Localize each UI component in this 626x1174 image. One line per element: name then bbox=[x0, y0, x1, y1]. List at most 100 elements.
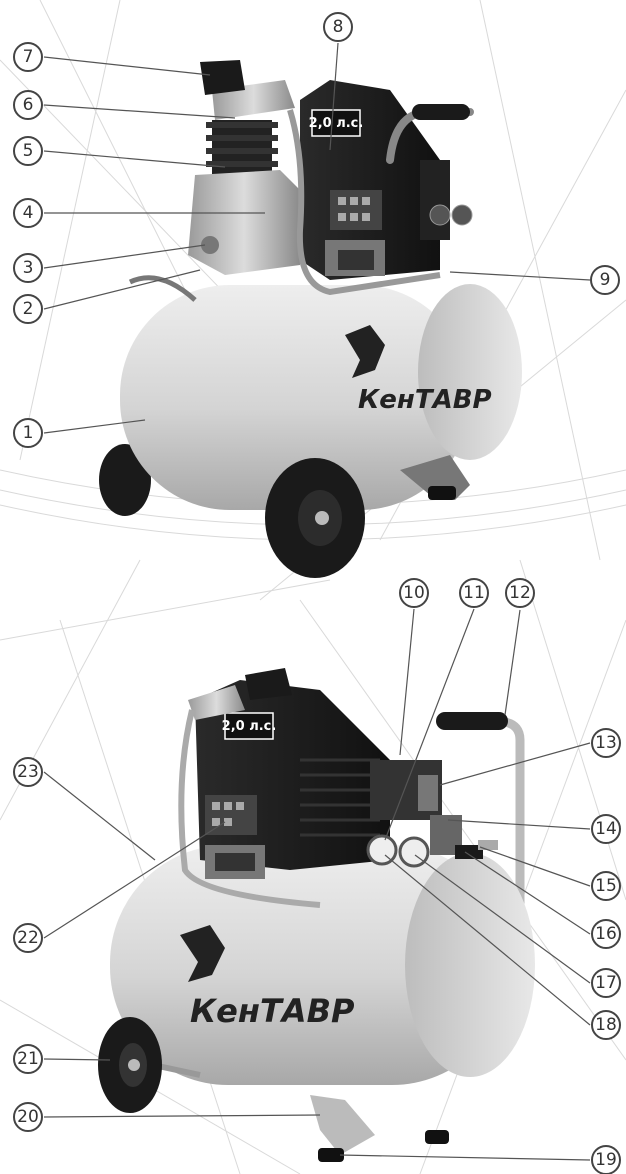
power-badge-top: 2,0 л.с. bbox=[309, 116, 364, 131]
callout-circle bbox=[13, 136, 43, 166]
callout-12: 12 bbox=[505, 578, 535, 608]
callout-number: 13 bbox=[595, 733, 617, 753]
callout-circle bbox=[591, 728, 621, 758]
callout-circle bbox=[459, 578, 489, 608]
callout-number: 19 bbox=[595, 1150, 617, 1170]
motor-housing-bottom: 2,0 л.с. bbox=[195, 680, 390, 879]
callout-circle bbox=[13, 757, 43, 787]
brand-logo-top: КенТАВР bbox=[345, 325, 492, 415]
callout-number: 10 bbox=[403, 583, 425, 603]
callout-circle bbox=[590, 265, 620, 295]
callout-circle bbox=[323, 12, 353, 42]
callout-number: 8 bbox=[333, 17, 344, 37]
callout-number: 4 bbox=[23, 203, 34, 223]
callout-number: 7 bbox=[23, 47, 34, 67]
callout-number: 11 bbox=[463, 583, 485, 603]
callout-number: 16 bbox=[595, 924, 617, 944]
callout-8: 8 bbox=[323, 12, 353, 42]
crankcase-top bbox=[188, 170, 300, 275]
callout-number: 12 bbox=[509, 583, 531, 603]
callout-18: 18 bbox=[591, 1010, 621, 1040]
rubber-foot-top bbox=[428, 486, 456, 500]
callout-9: 9 bbox=[590, 265, 620, 295]
callout-circle bbox=[591, 814, 621, 844]
callout-number: 6 bbox=[23, 95, 34, 115]
callout-circle bbox=[13, 42, 43, 72]
callout-number: 14 bbox=[595, 819, 617, 839]
callout-number: 3 bbox=[23, 258, 34, 278]
brand-logo-bottom: КенТАВР bbox=[180, 925, 355, 1030]
callout-circle bbox=[13, 923, 43, 953]
pressure-block-top bbox=[420, 160, 473, 240]
callout-1: 1 bbox=[13, 418, 43, 448]
callout-17: 17 bbox=[591, 968, 621, 998]
callout-number: 21 bbox=[17, 1049, 39, 1069]
callout-7: 7 bbox=[13, 42, 43, 72]
callout-number: 9 bbox=[600, 270, 611, 290]
compressor-bottom-view: КенТАВР 2,0 л.с. bbox=[98, 668, 535, 1162]
callout-6: 6 bbox=[13, 90, 43, 120]
callout-number: 1 bbox=[23, 423, 34, 443]
push-handle-grip-top bbox=[412, 104, 470, 120]
callout-20: 20 bbox=[13, 1102, 43, 1132]
callout-number: 15 bbox=[595, 876, 617, 896]
pump-assembly-top bbox=[200, 60, 295, 180]
callout-16: 16 bbox=[591, 919, 621, 949]
callout-10: 10 bbox=[399, 578, 429, 608]
main-wheel-top bbox=[265, 458, 365, 578]
power-badge-bottom: 2,0 л.с. bbox=[222, 719, 277, 734]
callout-lines bbox=[43, 42, 591, 1161]
pump-head-bottom bbox=[188, 685, 245, 720]
callout-circle bbox=[13, 418, 43, 448]
callout-circle bbox=[13, 1102, 43, 1132]
callout-2: 2 bbox=[13, 294, 43, 324]
callout-11: 11 bbox=[459, 578, 489, 608]
callout-circle bbox=[13, 90, 43, 120]
receiver-tank-bottom bbox=[110, 845, 535, 1085]
air-filter-bottom bbox=[245, 668, 292, 700]
brand-logo-text-top: КенТАВР bbox=[358, 385, 492, 415]
callout-23: 23 bbox=[13, 757, 43, 787]
receiver-tank-top bbox=[120, 284, 522, 510]
rear-wheel-top bbox=[99, 444, 151, 516]
callout-13: 13 bbox=[591, 728, 621, 758]
callout-circle bbox=[591, 968, 621, 998]
callout-circle bbox=[13, 294, 43, 324]
push-handle-grip-bottom bbox=[436, 712, 508, 730]
motor-housing-top: 2,0 л.с. bbox=[300, 80, 440, 280]
callout-15: 15 bbox=[591, 871, 621, 901]
callout-number: 5 bbox=[23, 141, 34, 161]
callout-circle bbox=[399, 578, 429, 608]
callout-number: 22 bbox=[17, 928, 39, 948]
pressure-switch-bottom bbox=[370, 760, 442, 820]
compressor-top-view: КенТАВР 2,0 л.с. bbox=[99, 60, 522, 578]
callout-number: 2 bbox=[23, 299, 34, 319]
callout-circle bbox=[13, 198, 43, 228]
callout-number: 23 bbox=[17, 762, 39, 782]
discharge-hose-top bbox=[287, 109, 441, 296]
callout-number: 18 bbox=[595, 1015, 617, 1035]
discharge-hose-bottom bbox=[178, 709, 321, 908]
callout-19: 19 bbox=[591, 1145, 621, 1174]
rubber-foot-bottom bbox=[318, 1148, 344, 1162]
push-handle-bottom bbox=[503, 717, 525, 940]
brand-logo-text-bottom: КенТАВР bbox=[190, 992, 355, 1030]
callout-4: 4 bbox=[13, 198, 43, 228]
rubber-foot-bottom-2 bbox=[425, 1130, 449, 1144]
callout-14: 14 bbox=[591, 814, 621, 844]
callout-circle bbox=[591, 871, 621, 901]
callout-circle bbox=[13, 1044, 43, 1074]
callout-number: 20 bbox=[17, 1107, 39, 1127]
callout-circle bbox=[13, 253, 43, 283]
callout-22: 22 bbox=[13, 923, 43, 953]
callout-number: 17 bbox=[595, 973, 617, 993]
tank-foot-bottom bbox=[310, 1095, 375, 1155]
callout-circle bbox=[591, 919, 621, 949]
callout-3: 3 bbox=[13, 253, 43, 283]
callout-21: 21 bbox=[13, 1044, 43, 1074]
callout-circle bbox=[591, 1145, 621, 1174]
callout-circle bbox=[505, 578, 535, 608]
